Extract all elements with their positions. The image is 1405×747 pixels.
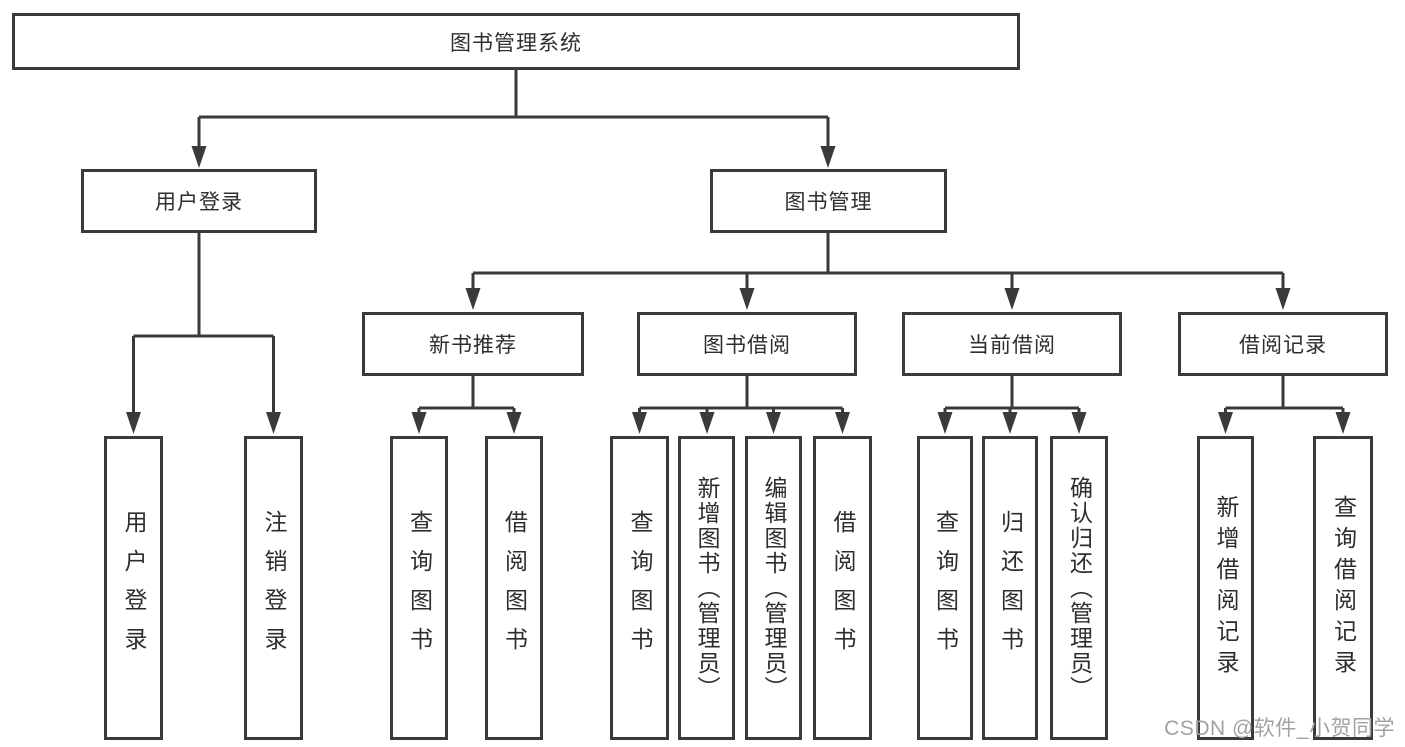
connector-borrowing-records-to-leaves	[1218, 376, 1351, 434]
leaf-confirm-return-admin: 确认归还（管理员）	[1050, 436, 1108, 740]
leaf-add-book-admin-label: 新增图书（管理员）	[694, 475, 720, 701]
leaf-query-books-current: 查询图书	[917, 436, 973, 740]
node-user-login: 用户登录	[81, 169, 317, 233]
leaf-logout: 注销登录	[244, 436, 303, 740]
leaf-return-books-label: 归还图书	[997, 510, 1024, 666]
leaf-query-books-borrowing-label: 查询图书	[627, 510, 653, 666]
node-book-borrowing: 图书借阅	[637, 312, 857, 376]
node-current-borrowing-label: 当前借阅	[968, 334, 1056, 357]
node-book-borrowing-label: 图书借阅	[703, 334, 791, 357]
leaf-user-login: 用户登录	[104, 436, 163, 740]
connector-book-borrowing-to-leaves	[632, 376, 850, 434]
node-new-book-recommend-label: 新书推荐	[429, 334, 517, 357]
leaf-add-book-admin: 新增图书（管理员）	[678, 436, 735, 740]
leaf-add-borrow-record: 新增借阅记录	[1197, 436, 1254, 740]
leaf-return-books: 归还图书	[982, 436, 1038, 740]
node-root-system: 图书管理系统	[12, 13, 1020, 70]
leaf-user-login-label: 用户登录	[121, 510, 147, 666]
leaf-query-borrow-record-label: 查询借阅记录	[1330, 495, 1357, 681]
node-user-login-label: 用户登录	[155, 191, 243, 214]
connector-book-management-to-level3	[465, 233, 1291, 310]
leaf-logout-label: 注销登录	[261, 510, 287, 666]
leaf-query-books-current-label: 查询图书	[932, 510, 959, 666]
connector-current-borrowing-to-leaves	[937, 376, 1087, 434]
leaf-edit-book-admin-label: 编辑图书（管理员）	[761, 475, 787, 701]
leaf-borrow-books-recommend-label: 借阅图书	[501, 510, 528, 666]
leaf-query-borrow-record: 查询借阅记录	[1313, 436, 1373, 740]
node-book-management: 图书管理	[710, 169, 947, 233]
connector-new-book-recommend-to-leaves	[411, 376, 522, 434]
leaf-query-books-recommend-label: 查询图书	[406, 510, 433, 666]
node-current-borrowing: 当前借阅	[902, 312, 1122, 376]
leaf-query-books-borrowing: 查询图书	[610, 436, 669, 740]
node-borrowing-records-label: 借阅记录	[1239, 334, 1327, 357]
connector-root-to-level2	[191, 70, 836, 168]
leaf-confirm-return-admin-label: 确认归还（管理员）	[1066, 475, 1093, 701]
node-root-system-label: 图书管理系统	[450, 31, 582, 55]
csdn-watermark: CSDN @软件_小贺同学	[1164, 717, 1395, 740]
leaf-add-borrow-record-label: 新增借阅记录	[1213, 495, 1239, 681]
leaf-borrow-books-recommend: 借阅图书	[485, 436, 543, 740]
leaf-borrow-books-borrowing-label: 借阅图书	[830, 510, 856, 666]
node-new-book-recommend: 新书推荐	[362, 312, 584, 376]
node-book-management-label: 图书管理	[784, 191, 873, 214]
connector-user-login-to-leaves	[126, 233, 281, 434]
leaf-borrow-books-borrowing: 借阅图书	[813, 436, 872, 740]
leaf-edit-book-admin: 编辑图书（管理员）	[745, 436, 802, 740]
leaf-query-books-recommend: 查询图书	[390, 436, 448, 740]
node-borrowing-records: 借阅记录	[1178, 312, 1388, 376]
